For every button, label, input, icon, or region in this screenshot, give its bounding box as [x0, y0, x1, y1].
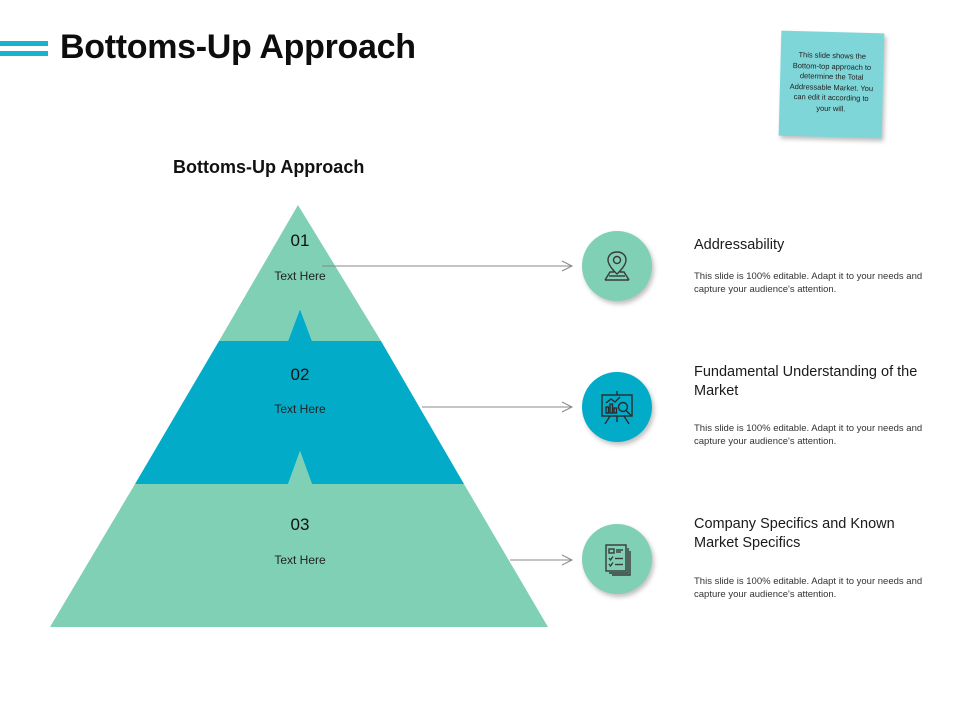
tier-number: 03: [290, 515, 310, 534]
item-icon-circle: [582, 524, 652, 594]
page-title: Bottoms-Up Approach: [60, 28, 416, 66]
tier-number: 02: [290, 365, 310, 384]
connector-arrow-2: [422, 401, 574, 413]
item-heading: Company Specifics and Known Market Speci…: [694, 516, 895, 551]
diagram-title: Bottoms-Up Approach: [173, 157, 365, 177]
connector-arrow-1: [322, 260, 574, 272]
tier-label: Text Here: [274, 269, 326, 283]
item-description: This slide is 100% editable. Adapt it to…: [694, 576, 923, 600]
tier-label: Text Here: [274, 553, 326, 567]
checklist-documents-icon: [605, 544, 631, 576]
presentation-analytics-icon: [601, 391, 633, 425]
tier-label: Text Here: [274, 402, 326, 416]
item-heading: Addressability: [694, 237, 785, 253]
item-description: This slide is 100% editable. Adapt it to…: [694, 423, 923, 447]
item-description: This slide is 100% editable. Adapt it to…: [694, 271, 923, 295]
item-heading: Fundamental Understanding of the Market: [694, 364, 918, 399]
item-icon-circle: [582, 372, 652, 442]
pyramid-tier-1: [219, 205, 381, 341]
item-icon-circle: [582, 231, 652, 301]
pyramid-tier-2: [135, 309, 464, 484]
tier-number: 01: [290, 231, 310, 250]
title-accent-bar: [0, 51, 48, 56]
pyramid-tier-3: [50, 451, 548, 627]
title-accent-bar: [0, 41, 48, 46]
connector-arrow-3: [510, 554, 574, 566]
map-pin-icon: [604, 251, 630, 281]
